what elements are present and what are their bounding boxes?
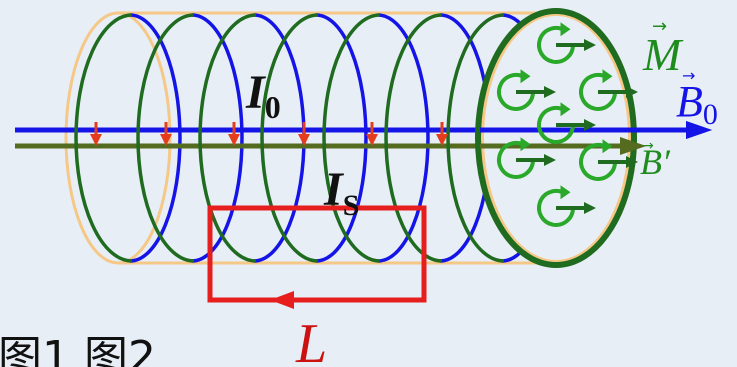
amperian-loop [207, 205, 427, 309]
moment-loop-arrowhead [602, 69, 613, 84]
cylinder-edge-lines [118, 11, 555, 265]
current-arrowhead [160, 134, 172, 146]
moment-loop-arrowhead [560, 185, 571, 200]
current-arrowhead [436, 134, 448, 146]
label-B0-vector-arrow: → [682, 66, 695, 85]
current-arrowhead [90, 134, 102, 146]
moment-vector-head [626, 86, 638, 98]
coil-front-arcs [74, 13, 505, 263]
moment-vector-head [544, 86, 556, 98]
surface-current-arrows [90, 122, 448, 146]
label-L: L [295, 313, 327, 367]
label-I0-main: I [245, 66, 267, 119]
moment-loop-arrowhead [520, 69, 531, 84]
label-M-vector-arrow: → [652, 16, 667, 37]
bprime-arrowhead-front [620, 137, 646, 155]
coil-back-arc [377, 13, 430, 263]
coil-front-arc [136, 13, 195, 263]
current-arrowhead [366, 134, 378, 146]
label-Bprime: B′ [640, 142, 671, 182]
bottom-text: 图1 图2 [0, 332, 156, 367]
label-IS-sub: S [343, 189, 360, 222]
moment-loop-arrowhead [560, 22, 571, 37]
label-B0-sub: 0 [703, 98, 718, 131]
coil-front-arc [446, 13, 505, 263]
label-IS-main: I [323, 163, 345, 216]
moment-vector-head [584, 119, 596, 131]
coil-back-arc [315, 13, 368, 263]
current-arrowhead [298, 134, 310, 146]
coil-front-arc [74, 13, 133, 263]
label-Bprime-vector-arrow: → [642, 138, 654, 154]
loop-rectangle [207, 205, 427, 303]
coil-front-arc [198, 13, 257, 263]
moment-loop [579, 72, 617, 111]
label-B0: B0 [676, 77, 718, 131]
moment-loop [537, 188, 575, 227]
moment-loop [537, 105, 575, 144]
label-I0: I0 [245, 66, 281, 125]
moment-loop-arrowhead [520, 137, 531, 152]
moment-loop-arrowhead [602, 139, 613, 154]
loop-direction-arrow [270, 291, 294, 309]
label-M: M [642, 29, 684, 80]
moment-loop [497, 72, 535, 111]
moment-loop [537, 25, 575, 64]
moment-vector-head [544, 154, 556, 166]
coil-front-arc [384, 13, 443, 263]
moment-vector-head [584, 202, 596, 214]
coil-back-arc [191, 13, 244, 263]
moment-loop-arrowhead [560, 102, 571, 117]
end-face-rim [475, 8, 637, 268]
coil-front-arc [322, 13, 381, 263]
moment-loop [579, 142, 617, 181]
moment-loop [497, 140, 535, 179]
label-B0-main: B [676, 77, 703, 126]
coil-front-arc [260, 13, 319, 263]
b0-arrowhead-front [686, 121, 712, 139]
moment-vector-head [584, 39, 596, 51]
moment-vector-head [626, 156, 638, 168]
current-arrowhead [228, 134, 240, 146]
label-I0-sub: 0 [265, 89, 281, 125]
label-IS: IS [323, 163, 359, 222]
end-face [475, 8, 712, 268]
coil-back-arc [129, 13, 182, 263]
